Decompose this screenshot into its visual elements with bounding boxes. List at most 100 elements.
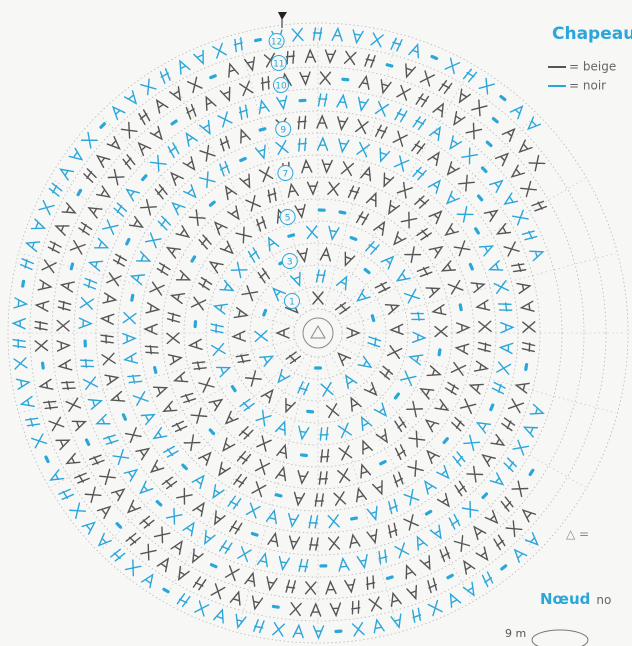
stitch-symbol	[165, 507, 183, 525]
stitch-mark	[169, 293, 186, 305]
chain-dash	[424, 509, 433, 516]
stitch-mark	[306, 181, 319, 196]
stitch-mark	[529, 403, 545, 415]
stitch-symbol	[247, 247, 260, 263]
stitch-mark	[219, 86, 231, 103]
chain-dash	[190, 255, 197, 263]
stitch-symbol	[137, 141, 152, 157]
stitch-symbol	[235, 226, 253, 244]
legend-label-beige: = beige	[569, 59, 617, 74]
stitch-symbol	[449, 135, 463, 151]
stitch-mark	[204, 529, 216, 546]
stitch-mark	[388, 199, 401, 216]
stitch-mark	[513, 548, 528, 563]
stitch-mark	[194, 600, 210, 617]
stitch-mark	[138, 109, 151, 126]
stitch-mark-chain	[338, 210, 347, 215]
stitch-symbol	[47, 240, 62, 254]
stitch-mark-chain	[385, 63, 394, 68]
stitch-symbol	[338, 138, 350, 154]
stitch-mark	[251, 595, 264, 611]
stitch-mark	[107, 168, 125, 186]
stitch-symbol	[309, 537, 319, 551]
stitch-mark	[87, 398, 104, 410]
stitch-mark	[244, 571, 256, 587]
stitch-symbol	[56, 340, 72, 352]
stitch-symbol	[132, 391, 149, 406]
stitch-mark	[314, 493, 325, 507]
stitch-mark	[316, 114, 328, 129]
stitch-mark	[407, 460, 424, 477]
round-label-circle	[284, 293, 300, 309]
stitch-mark	[149, 459, 165, 474]
stitch-mark	[366, 505, 378, 522]
chain-dash	[481, 492, 489, 500]
stitch-symbol	[288, 512, 300, 529]
stitch-mark	[230, 261, 248, 279]
stitch-symbol	[416, 266, 433, 278]
stitch-symbol	[463, 559, 476, 575]
stitch-mark	[425, 287, 441, 299]
stitch-mark	[309, 602, 322, 617]
stitch-mark	[233, 473, 248, 488]
stitch-symbol	[157, 215, 172, 231]
stitch-mark	[285, 351, 302, 365]
stitch-symbol	[424, 419, 440, 433]
stitch-symbol	[54, 225, 70, 236]
stitch-mark	[444, 222, 460, 237]
stitch-symbol	[388, 199, 401, 216]
stitch-mark	[431, 303, 447, 316]
round-label-circle	[279, 209, 296, 225]
stitch-symbol	[171, 201, 186, 216]
stitch-mark	[301, 158, 313, 174]
stitch-mark	[82, 376, 99, 391]
stitch-symbol	[107, 168, 125, 186]
stitch-symbol	[503, 241, 520, 257]
stitch-mark	[315, 269, 326, 283]
stitch-symbol	[320, 448, 330, 463]
stitch-symbol	[403, 514, 419, 531]
guide-ray	[237, 35, 313, 310]
stitch-mark	[340, 161, 355, 177]
stitch-symbol	[403, 288, 421, 304]
stitch-symbol	[71, 420, 88, 432]
stitch-mark	[436, 492, 450, 508]
stitch-symbol	[298, 425, 310, 441]
stitch-mark	[159, 68, 171, 84]
stitch-mark	[213, 221, 228, 236]
stitch-symbol	[471, 99, 488, 117]
stitch-mark	[136, 251, 152, 262]
stitch-symbol	[175, 269, 192, 281]
stitch-mark	[343, 50, 357, 66]
stitch-mark	[254, 458, 271, 476]
stitch-symbol	[484, 509, 499, 525]
stitch-mark	[446, 161, 460, 176]
stitch-symbol	[304, 581, 317, 595]
chain-dash	[485, 140, 493, 148]
guide-ring	[183, 198, 453, 468]
stitch-mark-chain	[350, 516, 358, 521]
stitch-symbol	[266, 576, 278, 592]
stitch-symbol	[355, 118, 369, 135]
stitch-mark	[357, 355, 373, 369]
stitch-mark	[412, 116, 427, 131]
stitch-mark	[256, 216, 267, 232]
stitch-symbol	[392, 130, 408, 147]
stitch-mark	[500, 321, 515, 334]
stitch-symbol	[419, 387, 435, 400]
stitch-symbol	[106, 272, 122, 287]
stitch-symbol	[390, 37, 403, 52]
stitch-mark	[387, 522, 398, 539]
stitch-mark	[205, 95, 217, 111]
stitch-symbol	[198, 234, 212, 250]
stitch-mark	[30, 433, 48, 449]
stitch-mark	[83, 168, 97, 183]
stitch-symbol	[501, 417, 516, 432]
stitch-mark	[155, 98, 169, 114]
stitch-symbol	[37, 279, 53, 291]
stitch-symbol	[233, 37, 243, 53]
stitch-symbol	[34, 320, 48, 331]
stitch-symbol	[169, 86, 182, 102]
stitch-symbol	[419, 70, 435, 87]
